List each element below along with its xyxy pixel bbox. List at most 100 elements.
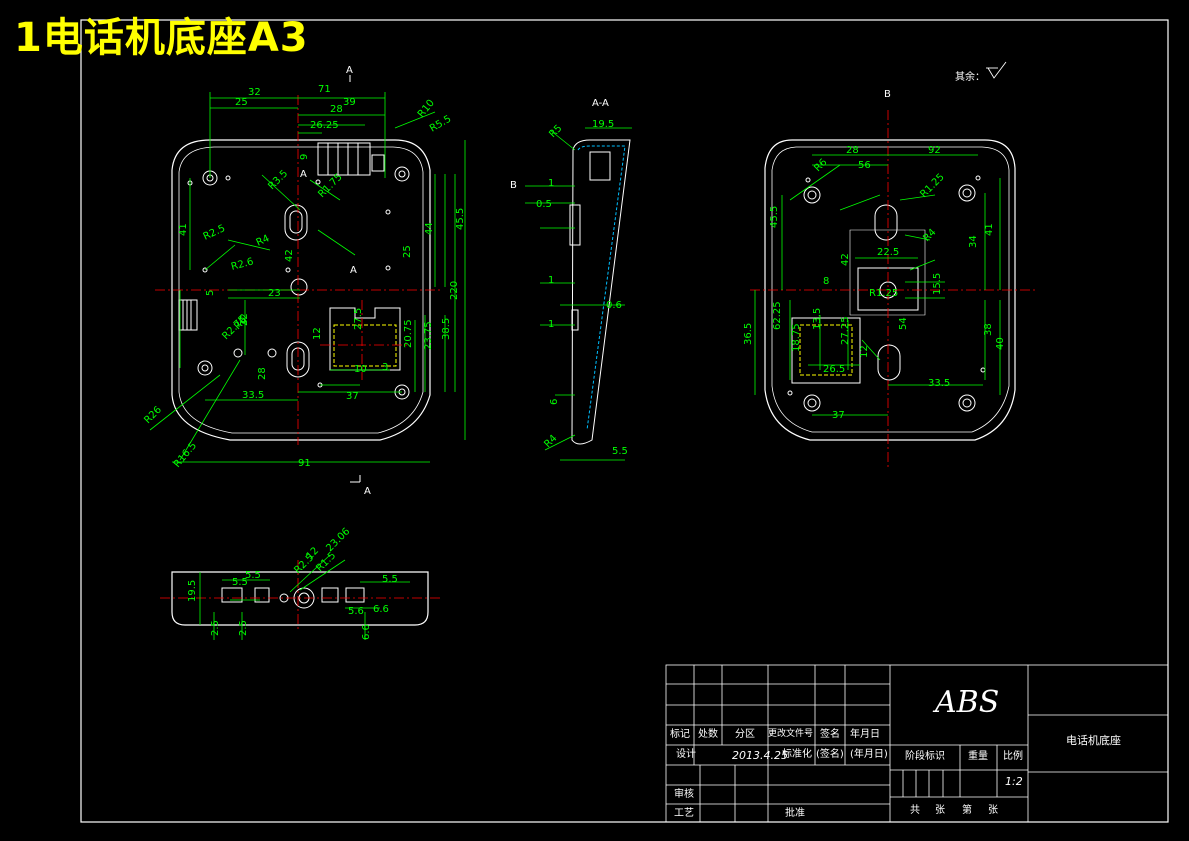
dimension-label: 1 [548,319,554,330]
weight-label: 重量 [968,751,988,762]
dimension-label: 42 [284,249,295,262]
sheets2-label: 张 [988,805,998,816]
dimension-label: 32 [248,87,261,98]
dimension-label: 40 [995,337,1006,350]
sheet-border [80,19,1169,823]
dimension-label: 41 [984,223,995,236]
dimension-label: R3.5 [266,168,290,192]
dimension-label: 5 [205,290,216,296]
header-zone: 分区 [735,729,755,740]
surface-note: 其余： [955,72,985,83]
design-label: 设计 [676,749,696,760]
header-change-doc: 更改文件号 [768,729,814,739]
dimension-label: 22 [239,313,250,326]
header-date: 年月日 [850,729,880,740]
dimension-label: 5.5 [232,577,248,588]
dimension-label: R1.75 [316,172,344,200]
total-label: 共 [910,805,920,816]
ratio-label: 比例 [1003,751,1023,762]
dimension-label: 12 [312,327,323,340]
dimension-label: 33.5 [928,378,950,389]
section-letter-bottom: A [364,486,371,497]
dimension-label: 92 [928,145,941,156]
dimension-label: 5.6 [348,606,364,617]
dimension-label: 28 [257,367,268,380]
dimension-label: R16.5 [172,440,199,469]
dimension-label: 33.5 [242,390,264,401]
title-block [665,664,1169,823]
dimension-label: 6 [549,399,560,405]
section-a-a-view [525,127,632,461]
dimension-label: 91 [298,458,311,469]
process-label: 工艺 [674,808,694,819]
stage-mark-label: 阶段标识 [905,751,945,762]
bottom-view [160,554,440,640]
dimension-label: 2.5 [210,620,221,636]
dimension-label: 5.5 [245,570,261,581]
dimension-label: 0.6 [606,300,622,311]
dimension-label: 19.5 [187,580,198,602]
dimension-label: 27.25 [840,316,851,345]
dimension-label: 0.5 [536,199,552,210]
dimension-label: 28 [330,104,343,115]
dimension-label: 2.5 [238,620,249,636]
dimension-label: 9 [299,154,310,160]
dimension-label: 23.75 [423,321,434,350]
dimension-label: 26.5 [823,364,845,375]
dimension-label: R1.25 [918,172,946,200]
dimension-label: 3 [382,362,388,373]
header-count: 处数 [698,729,718,740]
section-letter-mid-1: A [300,169,307,180]
dimension-label: R10 [416,98,437,120]
dimension-label: 26.25 [310,120,339,131]
surface-finish-symbol [986,61,1007,79]
dimension-label: 22.5 [877,247,899,258]
section-letter-top: A [346,65,353,76]
dimension-label: R4 [255,233,272,249]
section-letter-mid-2: A [350,265,357,276]
dimension-label: 5.5 [612,446,628,457]
dimension-label: R26 [142,404,164,426]
dimension-label: 42 [840,253,851,266]
dimension-label: 13.5 [812,308,823,330]
header-signature: 签名 [820,729,840,740]
sheet-no-label: 第 [962,805,972,816]
dimension-label: R4 [921,227,938,244]
dimension-label: 38 [983,323,994,336]
dimension-label: R2.5 [202,223,227,243]
dimension-label: 5.5 [382,574,398,585]
dimension-label: R6 [812,157,829,174]
sheets-label: 张 [935,805,945,816]
dimension-label: R4 [542,433,559,450]
dimension-label: 12 [859,345,870,358]
review-label: 审核 [674,789,694,800]
dimension-label: 25 [235,97,248,108]
ymd-label: (年月日) [850,749,888,760]
dimension-label: 27.5 [353,308,364,330]
material-text: ABS [935,685,1000,720]
header-mark: 标记 [670,729,690,740]
dimension-label: 37 [832,410,845,421]
dimension-label: R1.25 [869,288,898,299]
dimension-label: 220 [449,281,460,300]
surface-note-text: 其余 [955,72,975,83]
dimension-label: 41 [178,223,189,236]
dimension-label: 62.25 [772,301,783,330]
dimension-label: 56 [858,160,871,171]
dimension-label: 34 [968,235,979,248]
standardize-label: 标准化 [782,749,812,760]
dimension-label: 18.75 [791,323,802,352]
dimension-label: 45.5 [769,206,780,228]
dimension-label: 23 [268,288,281,299]
dimension-label: 6.6 [361,624,372,640]
dimension-label: 36.5 [743,323,754,345]
dimension-label: 37 [346,391,359,402]
dimension-label: 38.5 [441,318,452,340]
dimension-label: 25 [402,245,413,258]
view-b [750,110,1035,470]
dimension-label: R5.5 [428,114,453,135]
dimension-label: 1 [548,275,554,286]
front-view-outline [171,139,431,441]
part-name-text: 电话机底座 [1066,734,1121,747]
front-view [149,75,466,483]
